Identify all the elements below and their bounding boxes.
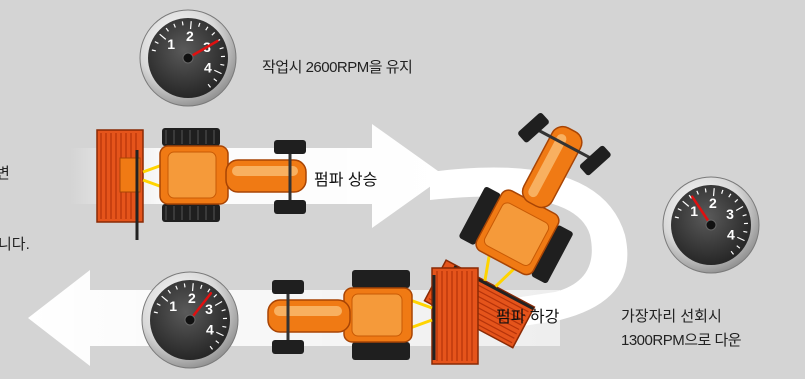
cropped-text-2: 니다. bbox=[0, 233, 30, 254]
cropped-text-1: 변 bbox=[0, 162, 10, 183]
gauge-hub bbox=[183, 53, 193, 63]
edge-turn-caption-line1: 가장자리 선회시 bbox=[621, 305, 722, 326]
gauge-tick-label: 4 bbox=[727, 226, 735, 242]
gauge-tick bbox=[675, 217, 679, 218]
gauge-tick bbox=[743, 231, 747, 232]
gauge-tick bbox=[182, 21, 183, 25]
edge-turn-caption-line2: 1300RPM으로 다운 bbox=[621, 329, 741, 350]
gauge-tick-label: 3 bbox=[205, 301, 213, 317]
gauge-tick-label: 4 bbox=[206, 321, 214, 337]
gauge-tick-label: 1 bbox=[167, 36, 175, 52]
gauge-tick bbox=[705, 188, 706, 192]
gauge-tick bbox=[220, 64, 224, 65]
tractor-top bbox=[97, 128, 306, 240]
gauge-hub bbox=[706, 220, 716, 230]
gauge-tick-label: 3 bbox=[726, 206, 734, 222]
gauge-tick-label: 2 bbox=[186, 28, 194, 44]
gauge-hub bbox=[185, 315, 195, 325]
pump-up-label: 펌파 상승 bbox=[314, 166, 377, 190]
gauge-tick-label: 2 bbox=[188, 290, 196, 306]
gauge-tick bbox=[222, 326, 226, 327]
gauge-tick-label: 4 bbox=[204, 59, 212, 75]
tractor-bottom bbox=[268, 268, 478, 364]
gauge-tick-label: 1 bbox=[169, 298, 177, 314]
gauge-tick-label: 2 bbox=[709, 195, 717, 211]
gauge-tick bbox=[154, 312, 158, 313]
gauge-tick bbox=[184, 283, 185, 287]
gauge-tick bbox=[152, 50, 156, 51]
pump-down-label: 펌파 하강 bbox=[496, 303, 559, 327]
top-gauge-caption: 작업시 2600RPM을 유지 bbox=[262, 56, 412, 77]
